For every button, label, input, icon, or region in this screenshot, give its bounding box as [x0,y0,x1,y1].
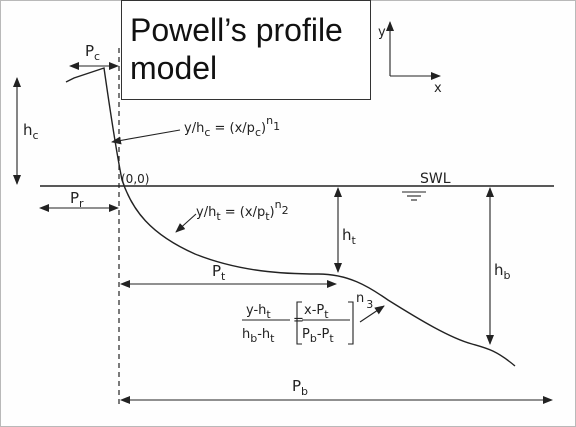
equation-3-pointer [359,305,385,323]
pr-label: Pr [70,189,84,210]
title-line-2: model [130,50,218,86]
hc-label: hc [23,121,39,142]
water-level-symbol [402,191,426,201]
y-axis-label: y [378,25,386,40]
equation-3-right-bracket [348,301,354,345]
pb-label: Pb [292,377,308,398]
equation-3-numerator: y-ht [246,303,271,321]
equation-2: y/ht = (x/pt)n2 [196,198,289,223]
axes-indicator: y x [378,21,442,96]
equation-1-pointer [111,129,181,145]
equation-3-right-numerator: x-Pt [304,303,329,321]
title-line-1: Powell’s profile [130,12,343,48]
equation-3-right-denominator: Pb-Pt [302,327,334,345]
beach-profile-curve [65,67,516,367]
equation-2-pointer [175,213,197,233]
pt-label: Pt [212,262,226,283]
x-axis-label: x [434,81,442,96]
ht-label: ht [342,226,357,247]
swl-label: SWL [420,171,451,187]
pc-label: Pc [85,42,100,63]
equation-3-denominator: hb-ht [242,327,275,345]
hb-label: hb [494,261,511,282]
origin-label: (0,0) [121,172,149,186]
equation-3-equals: = [293,313,304,328]
title-box: Powell’s profile model [121,0,371,100]
equation-1: y/hc = (x/pc)n1 [184,114,280,139]
equation-3-left-bracket [296,301,302,345]
